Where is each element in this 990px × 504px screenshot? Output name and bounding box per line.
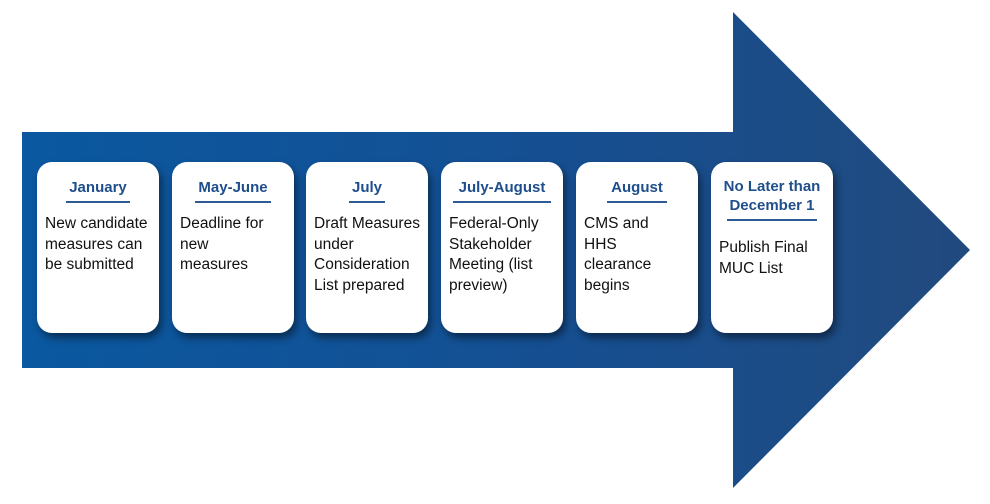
card-description: Federal-Only Stakeholder Meeting (list p… (449, 215, 539, 294)
card-divider (453, 201, 551, 203)
card-description: Deadline for new measures (180, 215, 264, 274)
card-description: New candidate measures can be submitted (45, 215, 148, 274)
timeline-card-december: No Later than December 1 Publish Final M… (711, 162, 833, 333)
card-description: Draft Measures under Consideration List … (314, 215, 420, 294)
card-description: Publish Final MUC List (719, 239, 808, 277)
timeline-card-july-august: July-August Federal-Only Stakeholder Mee… (441, 162, 563, 333)
card-description: CMS and HHS clearance begins (584, 215, 652, 294)
card-divider (607, 201, 667, 203)
timeline-card-july: July Draft Measures under Consideration … (306, 162, 428, 333)
card-period: May-June (198, 179, 268, 196)
card-divider (349, 201, 385, 203)
timeline-card-may-june: May-June Deadline for new measures (172, 162, 294, 333)
card-period: July-August (458, 179, 546, 196)
card-period: No Later than December 1 (723, 178, 821, 214)
card-period: August (611, 179, 663, 196)
card-divider (195, 201, 271, 203)
timeline-card-august: August CMS and HHS clearance begins (576, 162, 698, 333)
card-divider (66, 201, 130, 203)
card-period: January (69, 179, 127, 196)
card-period: July (351, 179, 382, 196)
timeline-card-january: January New candidate measures can be su… (37, 162, 159, 333)
card-divider (727, 219, 817, 221)
